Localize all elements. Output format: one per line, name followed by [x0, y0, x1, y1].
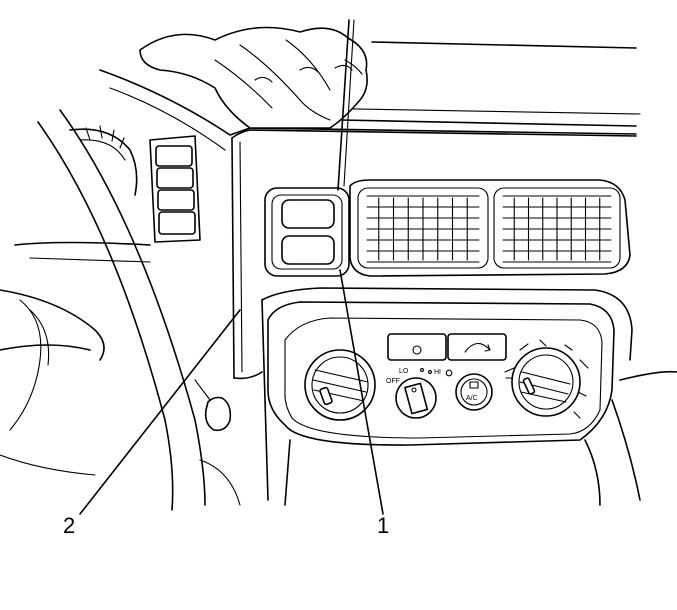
recirculation-icon — [464, 342, 491, 353]
ac-button[interactable]: A/C — [455, 373, 493, 411]
side-air-vent — [149, 135, 201, 243]
left-vent-slats — [366, 195, 480, 263]
right-vent-slats — [502, 195, 612, 263]
rear-defrost-icon — [412, 345, 422, 355]
technician-hand — [139, 26, 368, 129]
instrument-cluster — [14, 125, 151, 263]
center-bezel-panel — [231, 129, 637, 380]
fan-lo-label: LO — [399, 368, 409, 375]
ac-label: A/C — [466, 395, 478, 402]
fan-icon — [445, 369, 453, 377]
fan-step-dot — [420, 368, 424, 372]
callout-1: 1 — [377, 513, 389, 538]
upper-dash-outline — [99, 41, 641, 151]
fan-hi-label: HI — [434, 369, 441, 376]
mode-knob[interactable] — [511, 347, 581, 417]
switch-bank — [264, 187, 350, 277]
center-air-vents — [349, 179, 631, 277]
rear-defrost-button[interactable] — [387, 333, 447, 361]
trim-tool-edge — [343, 19, 355, 187]
trim-tool — [337, 19, 350, 191]
ignition-stalk — [194, 379, 232, 432]
leader-line-2 — [79, 309, 241, 515]
fan-off-label: OFF — [386, 378, 400, 385]
fan-step-dot — [428, 370, 432, 374]
climate-control-panel: OFF LO HI A/C — [267, 301, 615, 446]
steering-wheel — [0, 109, 206, 511]
mode-defrost-icon — [504, 367, 515, 379]
recirculation-button[interactable] — [447, 333, 507, 361]
lower-console — [199, 299, 677, 506]
mode-position-marks — [519, 339, 589, 419]
fan-speed-knob[interactable] — [395, 377, 437, 419]
callout-2: 2 — [63, 513, 75, 538]
leader-line-1 — [339, 269, 384, 515]
ac-indicator — [469, 381, 479, 389]
